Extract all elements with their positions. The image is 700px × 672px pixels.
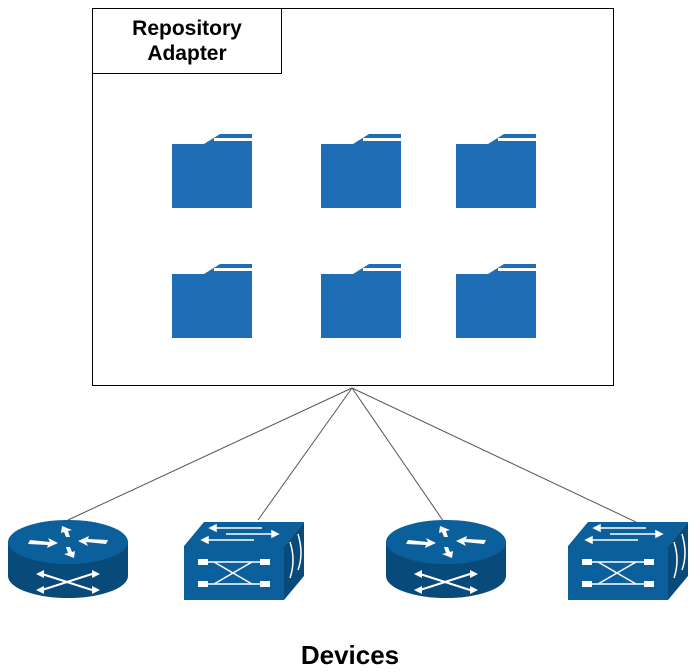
router-icon	[385, 519, 507, 599]
repository-adapter-box	[92, 8, 614, 386]
device-row	[7, 519, 689, 600]
connector-lines	[67, 387, 637, 523]
switch-icon	[183, 521, 305, 600]
switch-icon	[567, 521, 689, 600]
title-line-2: Adapter	[147, 42, 227, 65]
connector-line	[351, 387, 637, 523]
devices-caption: Devices	[300, 640, 400, 670]
connector-line	[257, 387, 353, 521]
router-icon	[7, 519, 129, 599]
title-line-1: Repository	[132, 17, 242, 40]
connector-line	[351, 387, 445, 523]
repository-adapter-title: Repository Adapter	[92, 8, 282, 74]
connector-line	[67, 387, 353, 521]
